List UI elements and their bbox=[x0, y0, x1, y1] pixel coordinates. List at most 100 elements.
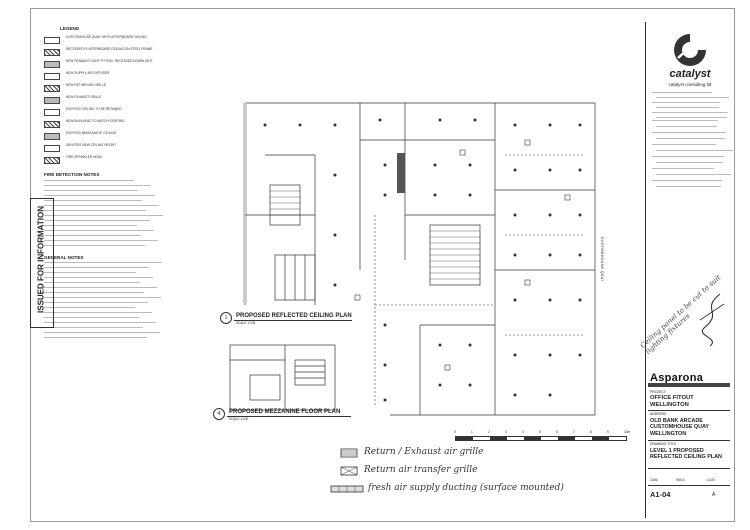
legend-item: NEW RETURN AIR GRILLE bbox=[44, 83, 174, 94]
sheet-number: A1-04 bbox=[650, 490, 671, 499]
mezzanine-title-block: 4 PROPOSED MEZZANINE FLOOR PLAN SCALE 1:… bbox=[213, 408, 353, 422]
job-number: 1306 bbox=[650, 478, 658, 482]
title-underline-mezz bbox=[227, 416, 351, 417]
title-block-fine-print bbox=[656, 150, 733, 151]
fine-print-line bbox=[44, 220, 150, 221]
legend-item: FIRE SPRINKLER HEAD bbox=[44, 155, 174, 166]
legend-swatch bbox=[44, 145, 60, 152]
legend-swatch bbox=[44, 109, 60, 116]
title-block-fine-print bbox=[656, 174, 731, 175]
scale-mark: 10m bbox=[624, 430, 631, 434]
legend-text: NEW SUPPLY AIR DIFFUSER bbox=[66, 71, 110, 75]
firm-name: catalyst bbox=[669, 68, 711, 80]
client-logo: Asparona bbox=[650, 372, 704, 384]
fine-print-line bbox=[44, 287, 157, 288]
scale-bar-stripe bbox=[455, 436, 627, 441]
legend-item: NEW PENDANT LIGHT FITTING, RECESSED DOWN… bbox=[44, 59, 174, 70]
title-block-fine-print bbox=[652, 168, 714, 169]
fine-print-line bbox=[44, 292, 144, 293]
main-plan-scale: SCALE 1:100 bbox=[236, 321, 256, 325]
title-block-fine-print bbox=[656, 117, 727, 118]
fine-print-line bbox=[44, 277, 153, 278]
legend-swatch bbox=[44, 97, 60, 104]
title-block-fine-print bbox=[652, 120, 718, 121]
legend-item: DENOTES NEW CEILING HEIGHT bbox=[44, 143, 174, 154]
return-grille-symbol bbox=[340, 448, 358, 458]
title-block-fine-print bbox=[656, 126, 717, 127]
scale-mark: 3 bbox=[505, 430, 507, 434]
catalyst-logo-icon bbox=[674, 34, 706, 66]
fine-print-line bbox=[44, 180, 134, 181]
fine-print-line bbox=[44, 262, 162, 263]
scale-mark: 0 bbox=[454, 430, 456, 434]
fine-print-line bbox=[44, 312, 152, 313]
title-block-fine-print bbox=[656, 186, 721, 187]
address-label: ADDRESS bbox=[650, 412, 667, 416]
title-block-fine-print bbox=[652, 102, 720, 103]
firm-full-name: catalyst consulting ltd bbox=[668, 82, 712, 87]
legend-text: NEW PENDANT LIGHT FITTING, RECESSED DOWN… bbox=[66, 59, 153, 63]
title-block-fine-print bbox=[656, 162, 723, 163]
address-divider bbox=[648, 440, 730, 441]
plan-number-circle: 1 bbox=[220, 312, 232, 324]
legend-text: NEW EXHAUST GRILLE bbox=[66, 95, 102, 99]
drawing-title: LEVEL 1 PROPOSED REFLECTED CEILING PLAN bbox=[650, 448, 722, 461]
fine-print-line bbox=[44, 297, 161, 298]
legend-item: NEW SUPPLY AIR DIFFUSER bbox=[44, 71, 174, 82]
drawing-date: 09/13 bbox=[676, 478, 685, 482]
legend-text: CUSTOMHOUSE QUAY OR PLASTERBOARD CEILING bbox=[66, 35, 147, 39]
fine-print-line bbox=[44, 332, 160, 333]
title-block-fine-print bbox=[656, 107, 719, 108]
stamp-text: ISSUED FOR INFORMATION bbox=[36, 206, 46, 313]
street-label: CUSTOMHOUSE QUAY bbox=[600, 237, 605, 283]
title-underline bbox=[234, 320, 352, 321]
legend-swatch bbox=[44, 133, 60, 140]
drawing-scale: 1:100 bbox=[706, 478, 715, 482]
scale-mark: 4 bbox=[522, 430, 524, 434]
legend-item: EXISTING BEAM ABOVE CEILING bbox=[44, 131, 174, 142]
title-block-fine-print bbox=[652, 156, 724, 157]
legend-swatch bbox=[44, 73, 60, 80]
project-address: OLD BANK ARCADE CUSTOMHOUSE QUAY WELLING… bbox=[650, 418, 709, 437]
signature bbox=[699, 293, 725, 347]
project-name: OFFICE FITOUT WELLINGTON bbox=[650, 395, 694, 408]
title-block-fine-print bbox=[656, 138, 725, 139]
general-notes-heading: GENERAL NOTES bbox=[44, 255, 84, 260]
issued-for-information-stamp: ISSUED FOR INFORMATION bbox=[30, 198, 54, 328]
mezzanine-plan-title: PROPOSED MEZZANINE FLOOR PLAN bbox=[229, 409, 341, 415]
reflected-ceiling-plan-drawing bbox=[243, 102, 596, 416]
legend-swatch bbox=[44, 121, 60, 128]
scale-mark: 2 bbox=[488, 430, 490, 434]
fine-print-line bbox=[44, 185, 151, 186]
title-block-fine-print bbox=[656, 97, 729, 98]
scale-mark: 6 bbox=[556, 430, 558, 434]
fine-print-line bbox=[44, 205, 159, 206]
fine-print-line bbox=[44, 245, 145, 246]
scale-mark: 7 bbox=[573, 430, 575, 434]
scale-mark: 8 bbox=[590, 430, 592, 434]
fine-print-line bbox=[44, 195, 155, 196]
title-block: catalyst catalyst consulting ltd bbox=[645, 22, 734, 518]
title-block-fine-print bbox=[652, 180, 722, 181]
main-plan-title: PROPOSED REFLECTED CEILING PLAN bbox=[236, 313, 352, 319]
legend-item: RECESSED PLASTERBOARD CEILING ON STEEL F… bbox=[44, 47, 174, 58]
client-band bbox=[648, 383, 730, 387]
title-block-fine-print bbox=[652, 92, 712, 93]
title-block-fine-print bbox=[652, 132, 726, 133]
project-divider bbox=[648, 410, 730, 411]
drawing-title-label: DRAWING TITLE bbox=[650, 442, 677, 446]
handwritten-note-return-grille: Return / Exhaust air grille bbox=[364, 447, 484, 457]
fine-print-line bbox=[44, 215, 163, 216]
fine-print-line bbox=[44, 267, 149, 268]
title-block-fine-print bbox=[652, 144, 716, 145]
transfer-grille-symbol bbox=[340, 466, 358, 476]
legend-text: NEW BULKHEAD TO MATCH EXISTING bbox=[66, 119, 125, 123]
fine-print-line bbox=[44, 240, 158, 241]
legend-swatch bbox=[44, 85, 60, 92]
legend-swatch bbox=[44, 157, 60, 164]
ducting-symbol bbox=[330, 485, 364, 493]
legend-item: NEW BULKHEAD TO MATCH EXISTING bbox=[44, 119, 174, 130]
legend-text: FIRE SPRINKLER HEAD bbox=[66, 155, 102, 159]
project-label: PROJECT bbox=[650, 390, 666, 394]
